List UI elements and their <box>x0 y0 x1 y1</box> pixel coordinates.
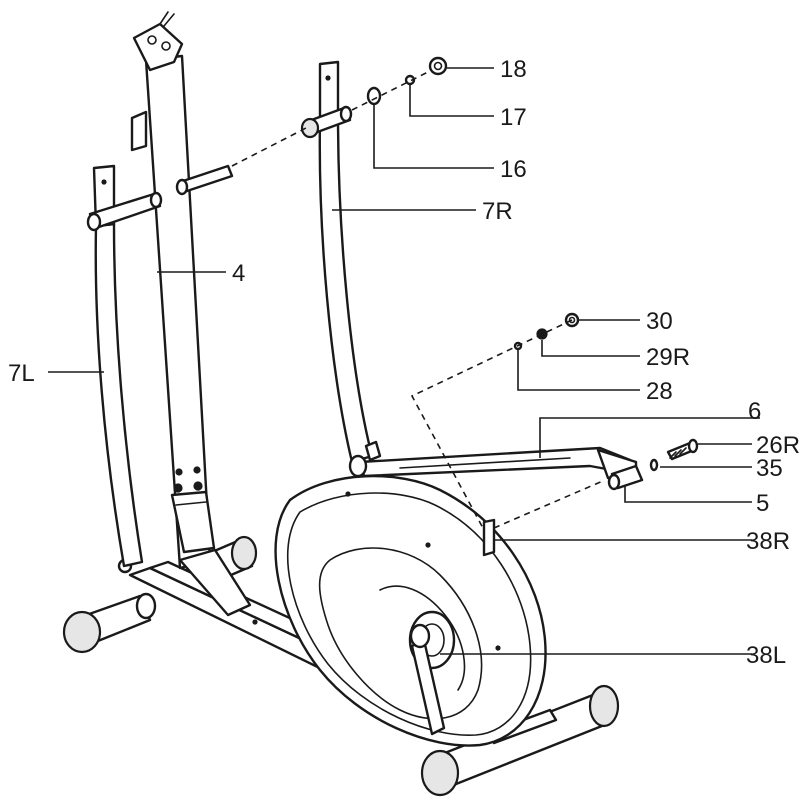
callout-30: 30 <box>646 308 673 335</box>
callout-29R: 29R <box>646 344 690 371</box>
callout-6: 6 <box>748 398 761 425</box>
callout-26R: 26R <box>756 432 800 459</box>
leader-lines <box>48 67 760 655</box>
callout-38R: 38R <box>746 528 790 555</box>
bracket-38R <box>482 518 496 557</box>
callout-4: 4 <box>232 260 245 287</box>
callout-16: 16 <box>500 156 527 183</box>
callout-18: 18 <box>500 56 527 83</box>
callout-17: 17 <box>500 104 527 131</box>
callout-5: 5 <box>756 490 769 517</box>
callout-7R: 7R <box>482 198 513 225</box>
pivot-hardware <box>607 438 699 491</box>
left-handlebar <box>86 164 163 568</box>
handle-hardware <box>366 56 448 106</box>
pedal-arm <box>348 446 638 480</box>
right-handlebar <box>300 60 382 464</box>
callout-labels: 18 17 16 7R 4 7L 30 29R 28 6 26R 35 5 38… <box>8 56 800 669</box>
center-post <box>130 11 252 617</box>
callout-28: 28 <box>646 378 673 405</box>
bracket-38L <box>409 623 446 736</box>
flywheel-housing <box>274 474 547 747</box>
callout-38L: 38L <box>746 642 786 669</box>
callout-35: 35 <box>756 455 783 482</box>
callout-7L: 7L <box>8 360 35 387</box>
assembly-lines <box>231 69 606 531</box>
